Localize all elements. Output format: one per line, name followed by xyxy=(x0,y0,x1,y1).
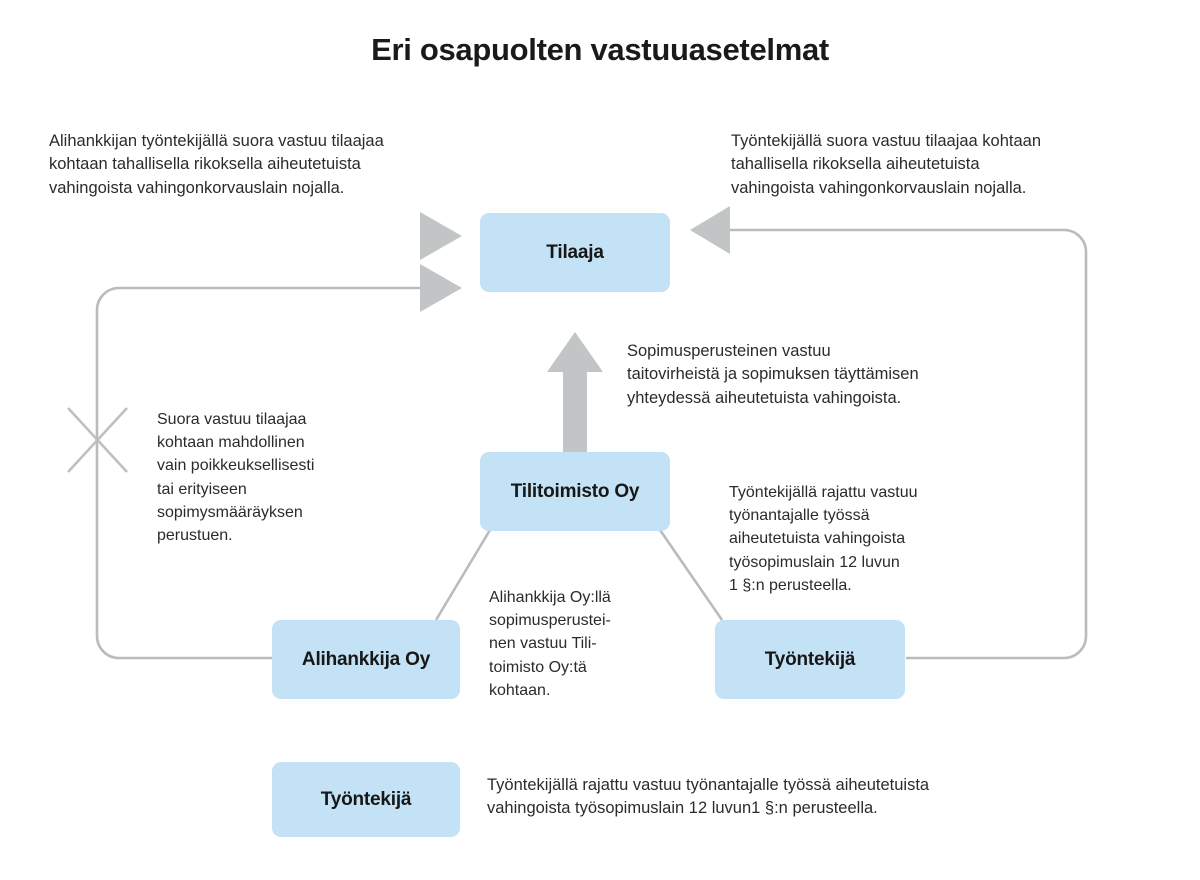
crossed-out-marker xyxy=(67,407,128,473)
node-tyontekija-legend[interactable]: Työntekijä xyxy=(272,762,460,837)
node-alihankkija-oy-label: Alihankkija Oy xyxy=(301,648,431,670)
note-top-left: Alihankkijan työntekijällä suora vastuu … xyxy=(49,132,384,197)
node-tyontekija-legend-label: Työntekijä xyxy=(320,788,412,810)
line-tilitoimisto-to-tyontekija xyxy=(658,529,724,621)
node-tyontekija-label: Työntekijä xyxy=(764,648,856,670)
line-tilitoimisto-to-alihankkija xyxy=(434,529,492,621)
page-title: Eri osapuolten vastuuasetelmat xyxy=(371,32,829,67)
arrowhead-tyontekija-to-tilaaja xyxy=(690,206,730,254)
node-tilitoimisto-oy[interactable]: Tilitoimisto Oy xyxy=(480,452,670,531)
note-center-up: Sopimusperusteinen vastuu taitovirheistä… xyxy=(627,342,919,407)
note-right-middle: Työntekijällä rajattu vastuu työnantajal… xyxy=(729,484,918,594)
arrowhead-alihankkija-to-tilaaja xyxy=(420,264,462,312)
note-top-right: Työntekijällä suora vastuu tilaajaa koht… xyxy=(731,132,1042,197)
note-left-middle: Suora vastuu tilaajaa kohtaan mahdolline… xyxy=(157,411,315,544)
node-alihankkija-oy[interactable]: Alihankkija Oy xyxy=(272,620,460,699)
node-tilaaja[interactable]: Tilaaja xyxy=(480,213,670,292)
arrowhead-upper-left-to-tilaaja xyxy=(420,212,462,260)
note-legend: Työntekijällä rajattu vastuu työnantajal… xyxy=(487,776,930,818)
node-tilaaja-label: Tilaaja xyxy=(546,241,604,263)
note-center-bottom: Alihankkija Oy:llä sopimusperustei- nen … xyxy=(489,589,611,699)
arrow-tilitoimisto-to-tilaaja xyxy=(547,332,603,452)
node-tilitoimisto-oy-label: Tilitoimisto Oy xyxy=(510,480,640,502)
node-tyontekija[interactable]: Työntekijä xyxy=(715,620,905,699)
